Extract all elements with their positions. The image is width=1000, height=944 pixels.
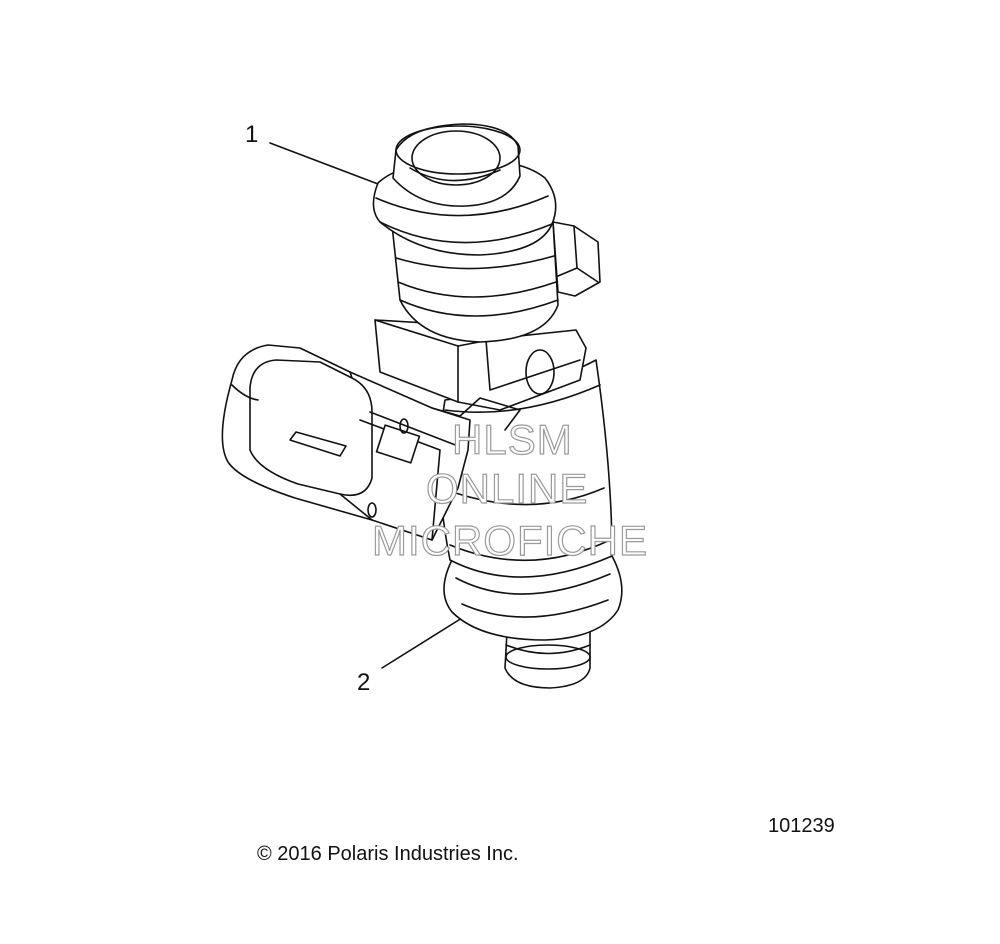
inlet-cap: [392, 123, 521, 207]
figure-number: 101239: [768, 815, 835, 837]
copyright-notice: © 2016 Polaris Industries Inc.: [257, 843, 519, 865]
lower-o-ring: [443, 555, 623, 641]
side-tab: [552, 221, 601, 297]
leader-line-1: [269, 142, 379, 185]
nozzle-tip: [504, 631, 591, 689]
callout-label-1: 1: [245, 121, 259, 148]
watermark-line-1: HLSM: [451, 416, 573, 463]
upper-body: [391, 221, 559, 343]
callout-label-2: 2: [357, 669, 371, 696]
leader-line-2: [381, 617, 463, 669]
watermark-line-3: MICROFICHE: [371, 517, 648, 564]
watermark-line-2: ONLINE: [425, 465, 589, 512]
electrical-connector: [221, 344, 521, 541]
